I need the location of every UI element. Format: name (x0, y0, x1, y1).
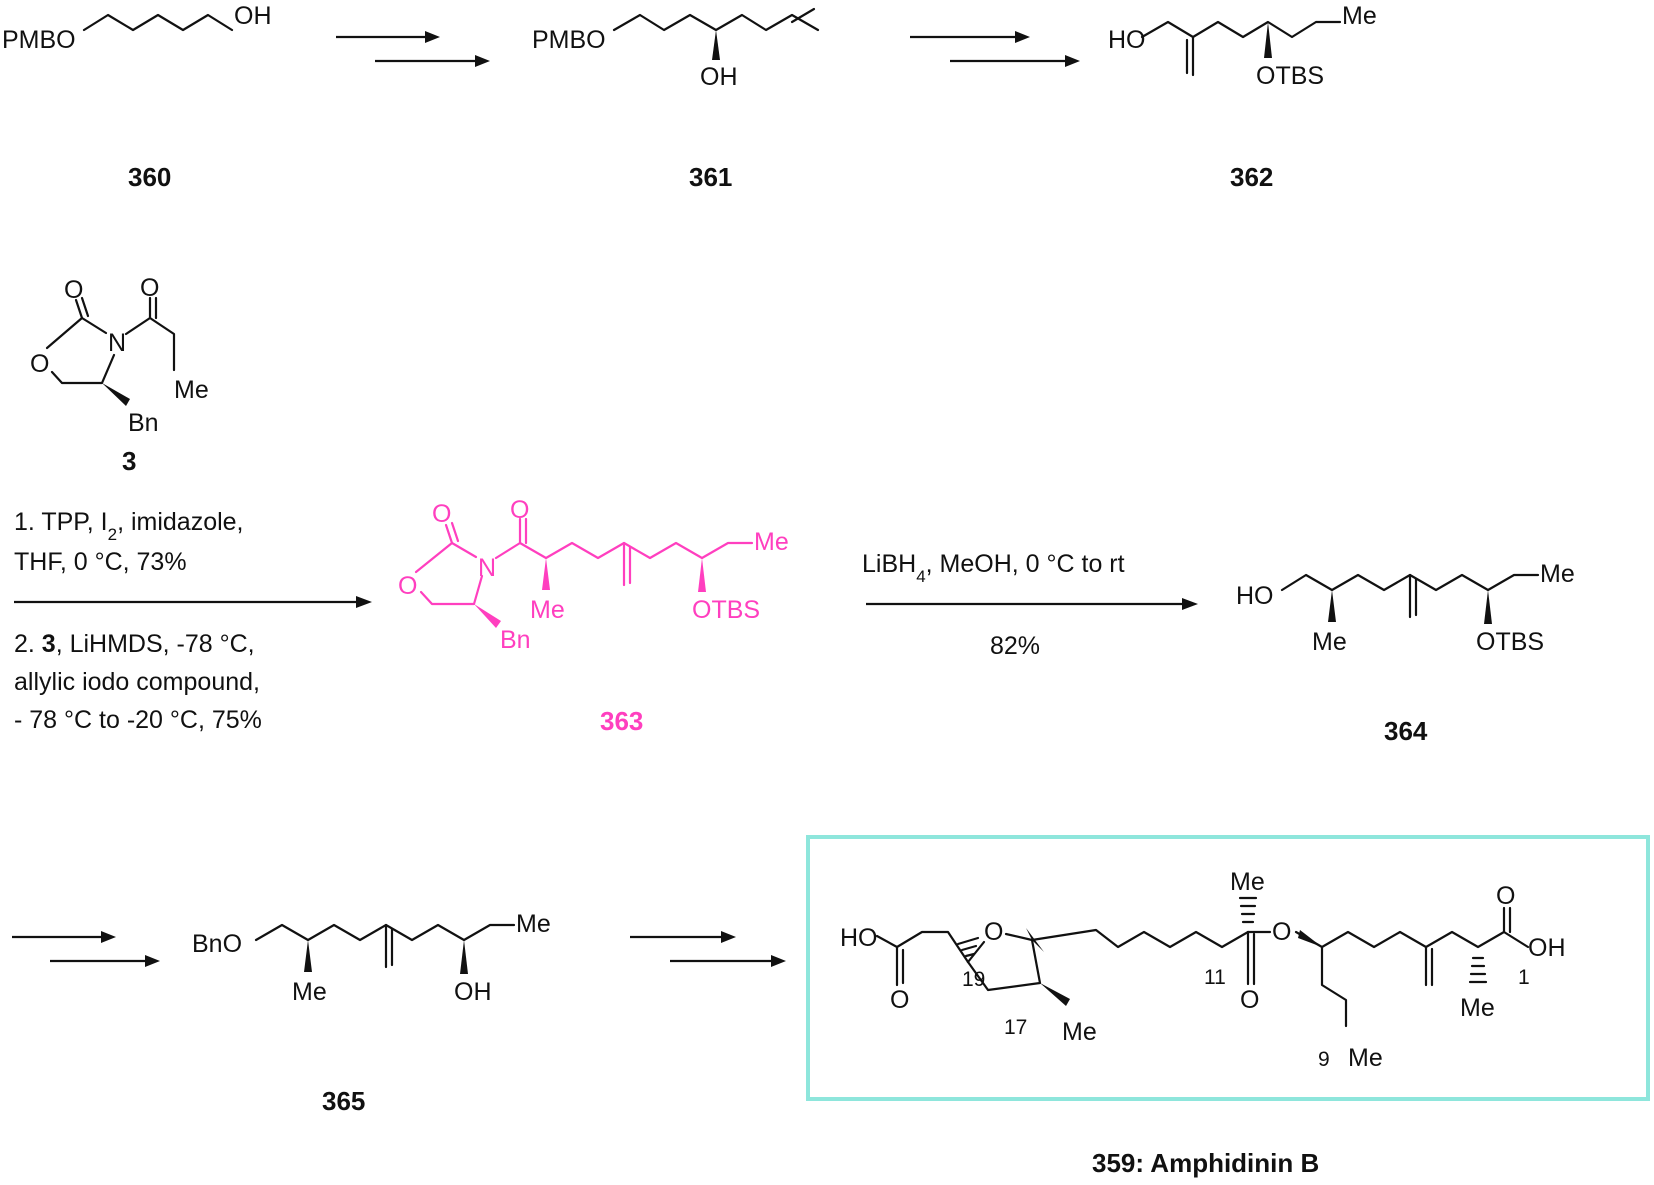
stereo-wedge (1026, 928, 1044, 952)
stereo-wedge (102, 383, 130, 406)
atom-label-me: Me (1348, 1044, 1383, 1072)
stereo-wedge (474, 604, 501, 628)
atom-label-me: Me (1540, 560, 1575, 588)
atom-label-ho: HO (840, 924, 878, 952)
target-highlight-box (806, 835, 1650, 1101)
condition-line-4: allylic iodo compound, (14, 668, 260, 696)
atom-label-me: Me (754, 528, 789, 556)
atom-label-oh: OH (234, 2, 272, 30)
atom-label-n: N (478, 554, 496, 582)
compound-number-3: 3 (122, 446, 136, 476)
compound-number-361: 361 (689, 162, 732, 192)
atom-label-o: O (890, 986, 909, 1014)
atom-label-o: O (30, 350, 49, 378)
atom-label-me: Me (1062, 1018, 1097, 1046)
atom-label-me: Me (1342, 2, 1377, 30)
atom-number-11: 11 (1204, 966, 1226, 989)
compound-361: PMBO OH 361 (532, 7, 820, 192)
condition-line-3: 2. 3, LiHMDS, -78 °C, (14, 630, 255, 658)
atom-label-pmbo: PMBO (2, 26, 76, 54)
atom-label-me: Me (516, 910, 551, 938)
atom-number-19: 19 (962, 968, 985, 991)
reaction-arrow-head (1182, 598, 1198, 610)
atom-label-oh: OH (454, 978, 492, 1006)
compound-number-362: 362 (1230, 162, 1273, 192)
atom-label-me: Me (1312, 628, 1347, 656)
atom-label-otbs: OTBS (1476, 628, 1544, 656)
atom-number-9: 9 (1318, 1048, 1330, 1071)
compound-number-363: 363 (600, 706, 643, 736)
atom-label-o: O (510, 496, 529, 524)
stereo-wedge (698, 558, 706, 592)
atom-label-bn: Bn (128, 409, 159, 437)
atom-label-ho: HO (1236, 582, 1274, 610)
stereo-wedge (542, 558, 550, 590)
condition-line-1: 1. TPP, I2, imidazole, (14, 508, 244, 544)
atom-label-oh: OH (700, 63, 738, 91)
compound-3: O O N O Me Bn 3 (30, 274, 209, 476)
compound-359: HO O O Me Me O O O OH Me Me 19 17 11 1 9… (840, 868, 1566, 1178)
atom-label-me: Me (174, 376, 209, 404)
stereo-wedge (1264, 22, 1272, 58)
stereo-wedge (712, 30, 720, 60)
compound-363: O O N O Me Bn Me OTBS 363 (398, 496, 789, 736)
condition-yield: 82% (990, 632, 1040, 660)
atom-label-o: O (1272, 918, 1291, 946)
atom-label-me: Me (1460, 994, 1495, 1022)
compound-number-365: 365 (322, 1086, 365, 1116)
atom-label-otbs: OTBS (692, 596, 760, 624)
condition-line-6: LiBH4, MeOH, 0 °C to rt (862, 550, 1125, 586)
atom-label-pmbo: PMBO (532, 26, 606, 54)
atom-label-o: O (140, 274, 159, 302)
stereo-wedge (1328, 590, 1336, 622)
atom-label-bno: BnO (192, 930, 242, 958)
condition-line-5: - 78 °C to -20 °C, 75% (14, 706, 262, 734)
stereo-wedge (1298, 930, 1322, 947)
stereo-wedge (1040, 983, 1070, 1006)
atom-number-1: 1 (1518, 966, 1530, 989)
compound-360: PMBO OH 360 (2, 2, 272, 192)
stereo-wedge (304, 940, 312, 972)
atom-label-o: O (1240, 986, 1259, 1014)
atom-label-me: Me (530, 596, 565, 624)
atom-label-me: Me (292, 978, 327, 1006)
compound-number-360: 360 (128, 162, 171, 192)
stereo-wedge (1484, 590, 1492, 624)
compound-number-359: 359: Amphidinin B (1092, 1148, 1319, 1178)
conditions-block-2: LiBH4, MeOH, 0 °C to rt 82% (862, 550, 1198, 660)
double-arrow-3 (12, 931, 160, 967)
atom-label-n: N (108, 329, 126, 357)
atom-label-me: Me (1230, 868, 1265, 896)
atom-label-oh: OH (1528, 934, 1566, 962)
atom-label-bn: Bn (500, 626, 531, 654)
compound-number-364: 364 (1384, 716, 1428, 746)
reaction-arrow-head (356, 596, 372, 608)
atom-label-o: O (1496, 882, 1515, 910)
stereo-hash (956, 896, 1488, 984)
condition-line-2: THF, 0 °C, 73% (14, 548, 187, 576)
atom-label-o: O (432, 500, 451, 528)
atom-number-17: 17 (1004, 1016, 1027, 1039)
compound-362: HO Me OTBS 362 (1108, 2, 1377, 192)
atom-label-o: O (984, 918, 1003, 946)
double-arrow-1 (336, 31, 490, 67)
atom-label-ho: HO (1108, 26, 1146, 54)
conditions-block-1: 1. TPP, I2, imidazole, THF, 0 °C, 73% 2.… (14, 508, 372, 734)
atom-label-o: O (398, 572, 417, 600)
double-arrow-2 (910, 31, 1080, 67)
compound-365: BnO Me OH Me 365 (192, 910, 551, 1116)
compound-364: HO Me OTBS Me 364 (1236, 560, 1575, 746)
atom-label-otbs: OTBS (1256, 62, 1324, 90)
stereo-wedge (460, 940, 468, 974)
double-arrow-4 (630, 931, 786, 967)
atom-label-o: O (64, 276, 83, 304)
